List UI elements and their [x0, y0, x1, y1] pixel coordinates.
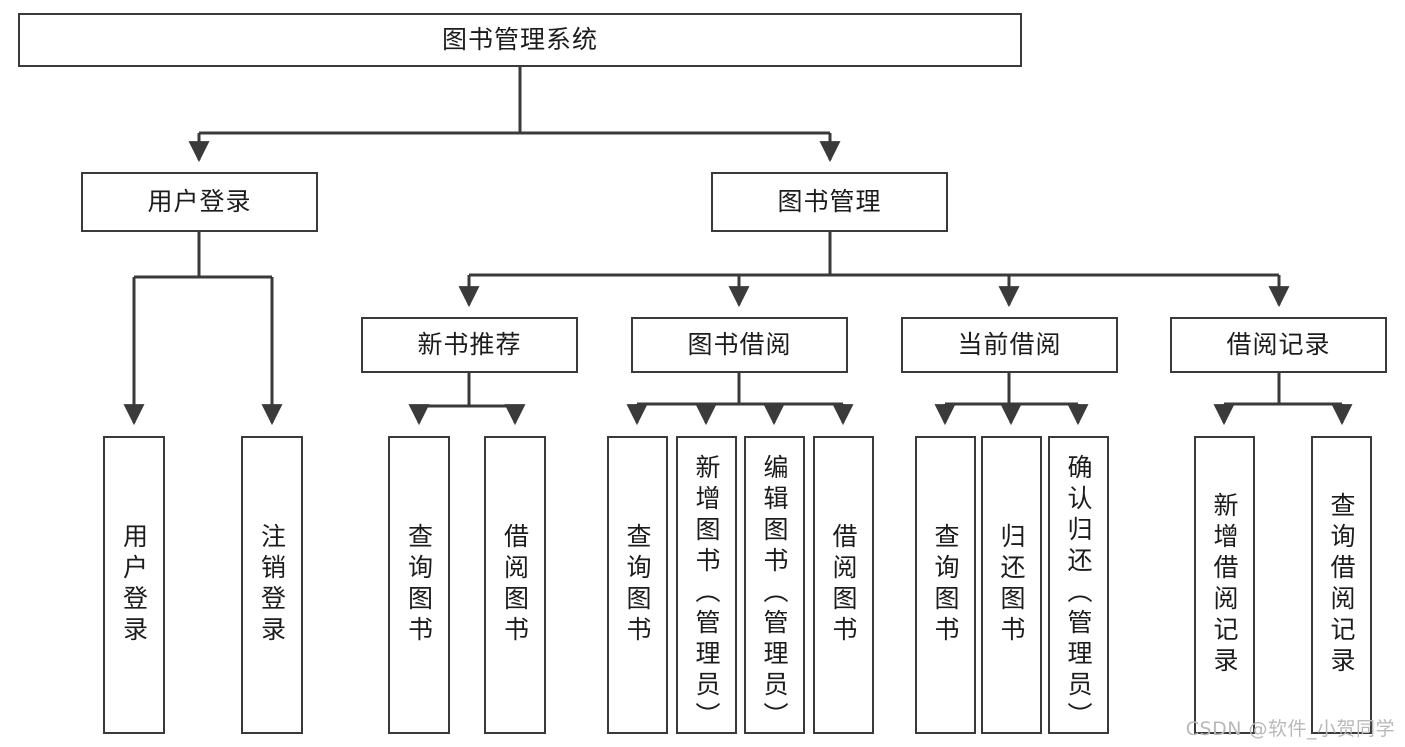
node-leaf-borrow-book[interactable]: 借阅图书: [813, 436, 874, 734]
node-label: 图书管理: [777, 187, 882, 217]
node-leaf-borrow-book-recommend[interactable]: 借阅图书: [484, 436, 546, 734]
node-leaf-query-book-recommend[interactable]: 查询图书: [388, 436, 450, 734]
node-leaf-edit-book-admin[interactable]: 编辑图书（管理员）: [744, 436, 805, 734]
node-label: 图书管理系统: [441, 25, 598, 55]
watermark: CSDN @软件_小贺同学: [1185, 718, 1395, 740]
node-label: 确认归还（管理员）: [1064, 454, 1093, 733]
node-leaf-return-book[interactable]: 归还图书: [981, 436, 1042, 734]
node-label: 借阅图书: [829, 523, 858, 647]
node-book-borrow[interactable]: 图书借阅: [631, 317, 848, 373]
node-label: 查询借阅记录: [1327, 492, 1356, 678]
node-label: 新书推荐: [417, 330, 522, 360]
node-label: 归还图书: [997, 523, 1026, 647]
node-user-login[interactable]: 用户登录: [81, 172, 318, 232]
node-borrow-record[interactable]: 借阅记录: [1170, 317, 1387, 373]
node-label: 当前借阅: [957, 330, 1062, 360]
node-label: 查询图书: [404, 523, 434, 647]
node-label: 查询图书: [623, 523, 652, 647]
node-label: 借阅图书: [500, 523, 530, 647]
node-label: 用户登录: [119, 523, 149, 647]
node-leaf-user-login[interactable]: 用户登录: [103, 436, 165, 734]
node-leaf-query-borrow-record[interactable]: 查询借阅记录: [1311, 436, 1372, 734]
node-label: 查询图书: [931, 523, 960, 647]
node-leaf-add-book-admin[interactable]: 新增图书（管理员）: [676, 436, 737, 734]
node-label: 新增图书（管理员）: [692, 454, 721, 733]
node-label: 编辑图书（管理员）: [760, 454, 789, 733]
node-leaf-query-book-current[interactable]: 查询图书: [915, 436, 976, 734]
node-label: 用户登录: [147, 187, 252, 217]
node-leaf-add-borrow-record[interactable]: 新增借阅记录: [1194, 436, 1255, 734]
node-current-borrow[interactable]: 当前借阅: [901, 317, 1118, 373]
node-label: 注销登录: [257, 523, 287, 647]
node-book-management[interactable]: 图书管理: [711, 172, 948, 232]
node-new-book-recommend[interactable]: 新书推荐: [361, 317, 578, 373]
node-label: 图书借阅: [687, 330, 792, 360]
node-label: 借阅记录: [1226, 330, 1331, 360]
node-leaf-confirm-return-admin[interactable]: 确认归还（管理员）: [1048, 436, 1109, 734]
node-leaf-query-book-borrow[interactable]: 查询图书: [607, 436, 668, 734]
node-leaf-logout[interactable]: 注销登录: [241, 436, 303, 734]
node-root-system[interactable]: 图书管理系统: [18, 13, 1022, 67]
node-label: 新增借阅记录: [1210, 492, 1239, 678]
